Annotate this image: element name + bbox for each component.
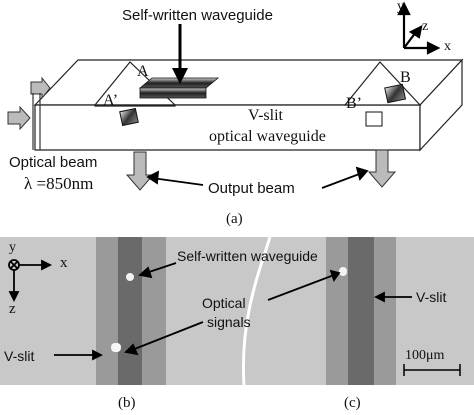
self-written-waveguide-rod bbox=[138, 77, 220, 99]
input-beam-arrows bbox=[7, 76, 51, 131]
output-beam-arrow-left bbox=[125, 151, 155, 191]
v-slit-label-b: V-slit bbox=[4, 348, 35, 364]
self-written-waveguide-title: Self-written waveguide bbox=[122, 7, 273, 24]
v-slit-core-b bbox=[118, 237, 142, 385]
axis-triad-a bbox=[397, 1, 441, 55]
waveguide-pointer-arrow bbox=[172, 24, 188, 84]
caption-a: (a) bbox=[226, 211, 243, 227]
schematic-diagram bbox=[7, 1, 464, 191]
axis-b-x-label: x bbox=[60, 255, 68, 271]
axis-a-y-label: y bbox=[397, 0, 404, 14]
mirror-square-a-prime bbox=[119, 107, 139, 127]
v-slit-label: V-slit bbox=[248, 107, 283, 124]
axis-b-y-label: y bbox=[9, 240, 16, 255]
optical-signals-label-line1: Optical bbox=[202, 295, 246, 311]
output-pointer-arrows bbox=[146, 166, 369, 189]
optical-beam-label: Optical beam bbox=[9, 154, 98, 171]
label-b: B bbox=[400, 69, 411, 86]
scale-bar-label: 100μm bbox=[405, 348, 445, 363]
optical-waveguide-label: optical waveguide bbox=[209, 128, 326, 145]
mirror-square-b-prime bbox=[365, 111, 383, 127]
axis-b-z-label: z bbox=[9, 301, 16, 317]
optical-signal-c bbox=[339, 267, 347, 276]
v-slit-label-c: V-slit bbox=[416, 289, 447, 305]
label-a: A bbox=[137, 63, 149, 80]
optical-signal-b2 bbox=[111, 343, 121, 352]
v-slit-core-c bbox=[348, 237, 374, 385]
optical-signal-b1 bbox=[126, 273, 134, 281]
optical-signals-label-line2: signals bbox=[207, 314, 251, 330]
label-b-prime: B’ bbox=[346, 95, 362, 112]
caption-b: (b) bbox=[118, 395, 136, 411]
wavelength-label: λ =850nm bbox=[24, 174, 94, 193]
output-beam-arrow-right bbox=[367, 149, 397, 188]
output-beam-label: Output beam bbox=[208, 180, 295, 197]
axis-a-z-label: z bbox=[422, 19, 429, 34]
axis-a-x-label: x bbox=[444, 39, 451, 54]
label-a-prime: A’ bbox=[103, 92, 119, 109]
self-written-waveguide-label-b: Self-written waveguide bbox=[177, 248, 318, 264]
mirror-square-b bbox=[384, 83, 407, 104]
micrograph-c bbox=[238, 237, 474, 385]
caption-c: (c) bbox=[344, 395, 361, 411]
